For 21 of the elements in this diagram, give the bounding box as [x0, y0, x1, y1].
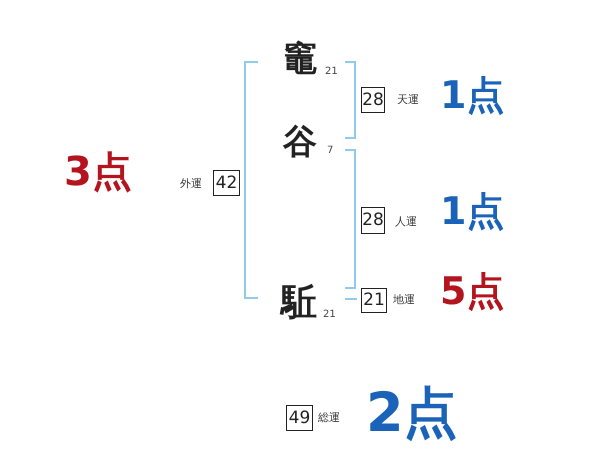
name-character: 谷	[283, 125, 317, 159]
number-box: 21	[361, 288, 387, 313]
stroke-count: 21	[323, 310, 336, 320]
score-label: 2点	[366, 386, 458, 440]
category-label: 外運	[180, 178, 202, 189]
score-label: 5点	[440, 272, 504, 310]
score-label: 1点	[440, 76, 504, 114]
number-box: 49	[286, 405, 313, 431]
score-label: 1点	[440, 192, 504, 230]
number-box: 42	[213, 170, 240, 196]
category-label: 総運	[318, 412, 340, 423]
category-label: 天運	[397, 94, 419, 105]
name-character: 駈	[281, 285, 317, 321]
name-character: 竈	[283, 42, 317, 76]
category-label: 地運	[393, 294, 415, 305]
score-label: 3点	[64, 152, 132, 192]
number-box: 28	[361, 207, 385, 234]
number-box: 28	[361, 87, 385, 113]
stroke-count: 7	[327, 146, 334, 156]
stroke-count: 21	[325, 67, 338, 77]
category-label: 人運	[395, 216, 417, 227]
